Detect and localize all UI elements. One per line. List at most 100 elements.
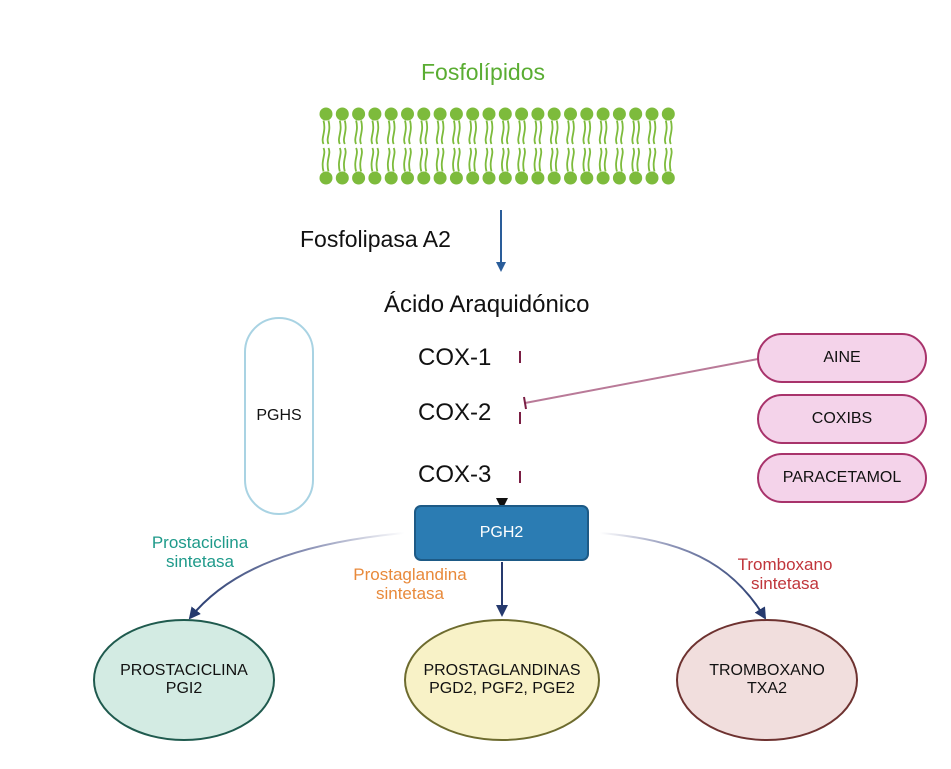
arrow-to-prostacyclin xyxy=(188,532,405,620)
lipid-tail xyxy=(554,120,559,172)
lipid-tail xyxy=(506,120,510,172)
lipid-tail xyxy=(343,120,347,172)
lipid-tail xyxy=(538,120,543,172)
pghs-text: PGHS xyxy=(256,407,302,424)
lipid-tail xyxy=(603,120,608,172)
prostaglandin-synthase-line2: sintetasa xyxy=(375,583,445,603)
lipid-head xyxy=(612,171,626,185)
thromboxane-synthase-label: Tromboxano sintetasa xyxy=(715,555,855,593)
lipid-tail xyxy=(473,120,477,172)
lipid-tail xyxy=(440,120,445,172)
lipid-tail xyxy=(669,120,673,172)
inhibit-line-aine-cox2 xyxy=(524,358,759,404)
inhibition-lines xyxy=(519,351,759,483)
lipid-head xyxy=(515,171,529,185)
lipid-head xyxy=(661,107,675,121)
lipid-head xyxy=(466,107,480,121)
lipid-head xyxy=(645,171,659,185)
lipid-tail xyxy=(549,120,554,172)
pgh2-label: PGH2 xyxy=(415,506,588,560)
prostacyclin-synthase-line1: Prostaciclina xyxy=(151,533,249,552)
lipid-head xyxy=(368,171,382,185)
lipid-tail xyxy=(386,120,391,172)
lipid-head xyxy=(580,107,594,121)
lipid-tail xyxy=(664,120,668,172)
aine-capsule xyxy=(757,333,927,383)
lipid-head xyxy=(319,107,333,121)
lipid-head xyxy=(515,107,529,121)
paracetamol-text: PARACETAMOL xyxy=(782,469,902,486)
lipid-head xyxy=(564,107,577,121)
lipid-head xyxy=(531,171,545,185)
lipid-head xyxy=(401,107,414,121)
lipid-head xyxy=(498,171,512,185)
paracetamol-capsule xyxy=(757,453,927,503)
lipid-tail xyxy=(571,120,575,172)
lipid-head xyxy=(482,107,496,121)
lipid-tail xyxy=(522,120,526,172)
prostaglandin-synthase-line1: Prostaglandina xyxy=(353,565,467,584)
lipid-head xyxy=(482,171,496,185)
lipid-tail xyxy=(517,120,521,172)
phospholipid-bilayer-icon xyxy=(319,107,675,185)
lipid-head xyxy=(645,107,659,121)
lipid-tail xyxy=(615,120,619,172)
prostacyclin-code: PGI2 xyxy=(165,680,203,697)
lipid-head xyxy=(498,107,512,121)
lipid-head xyxy=(629,171,643,185)
lipid-tail xyxy=(424,120,429,172)
lipid-head xyxy=(449,107,463,121)
lipid-tail xyxy=(501,120,505,172)
thromboxane-synthase-line1: Tromboxano xyxy=(737,555,833,574)
lipid-head xyxy=(352,171,366,185)
lipid-head xyxy=(596,107,610,121)
lipid-head xyxy=(368,107,382,121)
prostacyclin-label: PROSTACICLINA PGI2 xyxy=(94,620,274,740)
lipid-tail xyxy=(587,120,592,172)
lipid-head xyxy=(629,107,643,121)
membrane-title: Fosfolípidos xyxy=(421,59,546,85)
lipid-head xyxy=(335,171,349,185)
lipid-head xyxy=(547,107,561,121)
paracetamol-label: PARACETAMOL xyxy=(758,454,926,502)
inhibit-bar-cox2a xyxy=(523,396,527,410)
thromboxane-label: TROMBOXANO TXA2 xyxy=(677,620,857,740)
lipid-head xyxy=(612,107,626,121)
lipid-tail xyxy=(408,120,412,172)
pghs-label: PGHS xyxy=(245,318,313,514)
pla2-label: Fosfolipasa A2 xyxy=(300,226,451,252)
lipid-tail xyxy=(489,120,494,172)
prostacyclin-synthase-label: Prostaciclina sintetasa xyxy=(130,533,270,571)
lipid-tail xyxy=(452,120,456,172)
lipid-head xyxy=(449,171,463,185)
lipid-tail xyxy=(636,120,640,172)
coxibs-label: COXIBS xyxy=(758,395,926,443)
cox2-label: COX-2 xyxy=(418,399,492,426)
lipid-tail xyxy=(419,120,424,172)
thromboxane-ellipse xyxy=(676,619,858,741)
lipid-tail xyxy=(326,120,331,172)
lipid-tail xyxy=(370,120,375,172)
lipid-tail xyxy=(620,120,624,172)
prostaglandins-codes: PGD2, PGF2, PGE2 xyxy=(429,680,575,697)
lipid-head xyxy=(433,107,447,121)
lipid-tail xyxy=(647,120,652,172)
lipid-tail xyxy=(631,120,635,172)
lipid-tail xyxy=(457,120,461,172)
lipid-tail xyxy=(566,120,570,172)
pgh2-text: PGH2 xyxy=(479,524,524,541)
prostaglandins-label: PROSTAGLANDINAS PGD2, PGF2, PGE2 xyxy=(405,620,599,740)
lipid-head xyxy=(547,171,561,185)
thromboxane-name: TROMBOXANO xyxy=(709,662,825,679)
lipid-tail xyxy=(533,120,538,172)
lipid-head xyxy=(433,171,447,185)
lipid-tail xyxy=(359,120,363,172)
lipid-head xyxy=(417,171,431,185)
lipid-tail xyxy=(598,120,603,172)
cox1-label: COX-1 xyxy=(418,344,492,371)
prostaglandins-name: PROSTAGLANDINAS xyxy=(423,662,581,679)
thromboxane-code: TXA2 xyxy=(746,680,787,697)
aine-label: AINE xyxy=(758,334,926,382)
lipid-head xyxy=(580,171,594,185)
